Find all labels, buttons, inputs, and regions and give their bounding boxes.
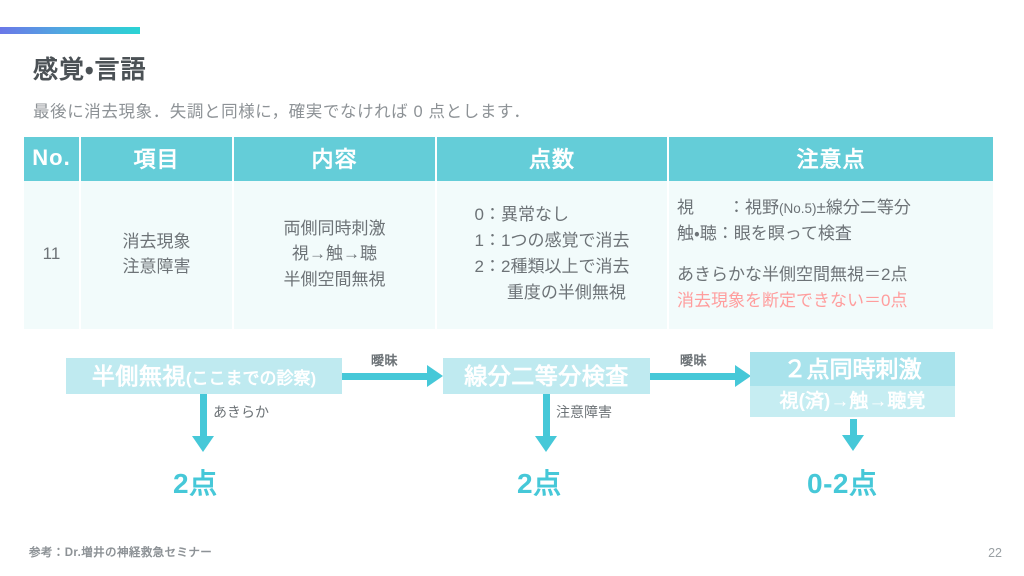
notes-spacer <box>677 246 911 262</box>
flow-box-dss-main: ２点同時刺激 <box>750 352 955 386</box>
cell-score: 0：異常なし 1：1つの感覚で消去 2：2種類以上で消去 重度の半側無視 <box>436 181 669 329</box>
cell-content-line-3: 半側空間無視 <box>283 269 386 289</box>
cell-content-line-1: 両側同時刺激 <box>283 218 386 238</box>
score-line-2-continued: 重度の半側無視 <box>506 282 626 302</box>
score-line-1: 1：1つの感覚で消去 <box>474 231 630 251</box>
arrow-down-3 <box>850 419 857 437</box>
arrow-down-1-label: あきらか <box>213 404 269 420</box>
cell-no: 11 <box>24 181 81 329</box>
flow-box-dss-sub: 視(済)→触→聴覚 <box>750 386 955 417</box>
column-header-no: No. <box>24 137 81 181</box>
score-list: 0：異常なし 1：1つの感覚で消去 2：2種類以上で消去 重度の半側無視 <box>475 202 630 305</box>
cell-content: 両側同時刺激 視→触→聴 半側空間無視 <box>233 181 437 329</box>
arrow-right-1 <box>342 373 428 380</box>
footer-page-number: 22 <box>988 546 1002 560</box>
footer-reference: 参考：Dr.増井の神経救急セミナー <box>29 547 213 559</box>
notes-block: 視 ：視野(No.5)±線分二等分 触・聴：眼を瞑って検査 あきらかな半側空間無… <box>669 195 911 313</box>
notes-line-3: あきらかな半側空間無視＝2点 <box>677 265 908 284</box>
table-row: 11 消去現象 注意障害 両側同時刺激 視→触→聴 半側空間無視 0：異常なし … <box>24 181 993 329</box>
column-header-item: 項目 <box>80 137 234 181</box>
flow-box-hemineglect-sub: (ここまでの診察) <box>185 369 317 388</box>
notes-line-1: 視 ：視野(No.5)±線分二等分 <box>677 198 911 217</box>
page-subtitle: 最後に消去現象．失調と同様に，確実でなければ 0 点とします． <box>33 103 531 121</box>
notes-line-1-a: 視 ：視野 <box>677 198 779 217</box>
table-header-row: No. 項目 内容 点数 注意点 <box>24 137 993 181</box>
score-table: No. 項目 内容 点数 注意点 11 消去現象 注意障害 両側同時刺激 視→触… <box>24 137 993 329</box>
cell-item-line-2: 注意障害 <box>122 257 191 276</box>
column-header-content: 内容 <box>233 137 437 181</box>
notes-line-1-ref: (No.5) <box>779 201 817 216</box>
accent-bar <box>0 27 140 34</box>
flow-box-hemineglect: 半側無視(ここまでの診察) <box>66 358 342 394</box>
flow-output-score-2: 2点 <box>517 468 562 499</box>
arrow-right-2-label: 曖昧 <box>680 353 708 368</box>
arrow-down-2-label: 注意障害 <box>556 404 612 420</box>
arrow-down-1 <box>200 394 207 438</box>
arrow-right-1-head-icon <box>427 365 443 387</box>
column-header-notes: 注意点 <box>668 137 993 181</box>
notes-line-1-b: ±線分二等分 <box>816 198 911 217</box>
flow-output-score-1: 2点 <box>173 468 218 499</box>
flow-output-score-3: 0-2点 <box>807 468 878 499</box>
cell-content-line-2: 視→触→聴 <box>292 244 377 264</box>
flow-box-line-bisection-main: 線分二等分検査 <box>464 363 629 389</box>
arrow-right-1-label: 曖昧 <box>371 353 399 368</box>
flow-box-line-bisection: 線分二等分検査 <box>443 358 650 394</box>
arrow-right-2 <box>650 373 736 380</box>
arrow-right-2-head-icon <box>735 365 751 387</box>
flow-diagram: 半側無視(ここまでの診察) 曖昧 線分二等分検査 曖昧 ２点同時刺激 視(済)→… <box>0 340 1024 520</box>
page-title: 感覚・言語 <box>33 56 147 84</box>
cell-notes: 視 ：視野(No.5)±線分二等分 触・聴：眼を瞑って検査 あきらかな半側空間無… <box>668 181 993 329</box>
arrow-down-2-head-icon <box>535 436 557 452</box>
column-header-score: 点数 <box>436 137 669 181</box>
arrow-down-1-head-icon <box>192 436 214 452</box>
cell-item: 消去現象 注意障害 <box>80 181 234 329</box>
notes-line-2: 触・聴：眼を瞑って検査 <box>677 223 852 243</box>
score-line-0: 0：異常なし <box>474 205 569 225</box>
cell-item-line-1: 消去現象 <box>122 231 191 251</box>
arrow-down-2 <box>543 394 550 438</box>
notes-line-4-warning: 消去現象を断定できない＝0点 <box>677 290 908 310</box>
flow-box-hemineglect-main: 半側無視 <box>91 363 186 389</box>
arrow-down-3-head-icon <box>842 435 864 451</box>
score-line-2: 2：2種類以上で消去 <box>474 257 630 276</box>
